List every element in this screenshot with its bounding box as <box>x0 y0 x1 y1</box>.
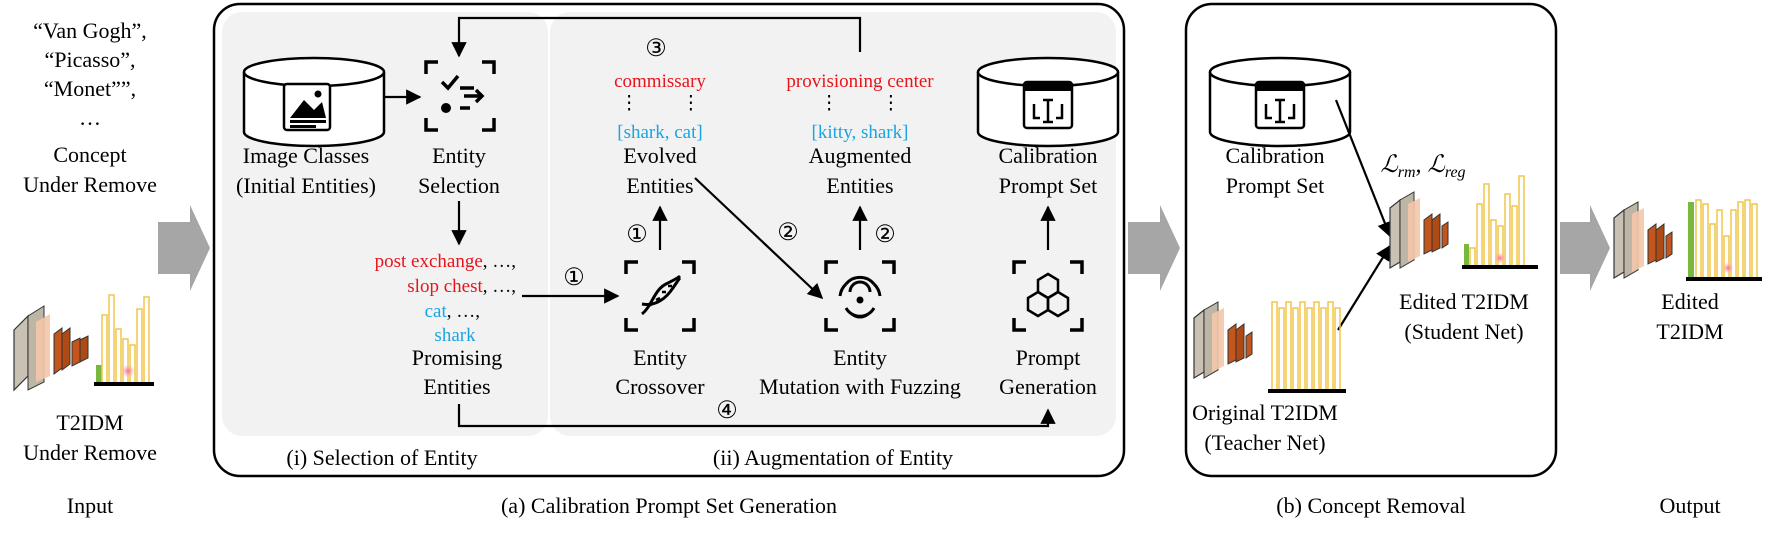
removal-prompt-set-label-line2: Prompt Set <box>1226 173 1324 198</box>
t2idm-label-line2: Under Remove <box>23 440 157 465</box>
arrow-prompts-to-student <box>1334 99 1393 238</box>
evolved-example-bottom: [shark, cat] <box>617 122 702 143</box>
teacher-model-icon <box>1193 301 1253 380</box>
image-classes-label-line1: Image Classes <box>243 143 369 168</box>
prompt-set-label-line2: Prompt Set <box>999 173 1097 198</box>
step-2-label-a: ② <box>777 220 799 246</box>
concept-label-line1: Concept <box>53 142 126 167</box>
loss-label: ℒrm, ℒreg <box>1380 152 1465 181</box>
t2idm-label-line1: T2IDM <box>56 410 123 435</box>
step-4-label: ④ <box>716 398 738 424</box>
input-section: “Van Gogh”, “Picasso”, “Monet””, … Conce… <box>13 18 157 518</box>
teacher-bars-icon <box>1268 301 1346 393</box>
arrow-evolved-to-mutation <box>694 177 824 300</box>
image-classes-database-icon <box>242 56 386 148</box>
step-1-label-b: ① <box>626 222 648 248</box>
fuzzing-mutation-icon <box>824 260 896 332</box>
entity-selection-label-line2: Selection <box>418 173 500 198</box>
dna-crossover-icon <box>624 260 696 332</box>
prompt-set-label-line1: Calibration <box>999 143 1098 168</box>
removal-prompt-set-database-icon <box>1208 56 1352 148</box>
concept-monet: “Monet””, <box>44 76 136 101</box>
student-label-line2: (Student Net) <box>1404 319 1523 344</box>
teacher-label-line1: Original T2IDM <box>1192 400 1338 425</box>
image-classes-label-line2: (Initial Entities) <box>236 173 376 198</box>
student-label-line1: Edited T2IDM <box>1399 289 1529 314</box>
arrow-promising-to-generation <box>457 404 1056 428</box>
prompt-generation-label-line1: Prompt <box>1016 345 1081 370</box>
calibration-caption: (a) Calibration Prompt Set Generation <box>501 493 837 518</box>
concept-ellipsis: … <box>79 105 101 130</box>
entity-mutation-label-line2: Mutation with Fuzzing <box>759 374 961 399</box>
output-bars-icon <box>1686 199 1762 281</box>
student-bars-icon <box>1462 175 1538 269</box>
promising-entities-label-line1: Promising <box>412 345 502 370</box>
augmented-entities-label-line1: Augmented <box>809 143 912 168</box>
evolved-dots: ⋮ ⋮ <box>620 93 701 114</box>
t2idm-input-model-icon <box>13 305 89 392</box>
flow-arrow-calibration <box>1128 205 1180 291</box>
concept-van-gogh: “Van Gogh”, <box>33 18 147 43</box>
arrow-loop-back-to-selection <box>451 16 862 58</box>
evolved-entities-label-line1: Evolved <box>623 143 696 168</box>
arrow-teacher-to-student <box>1337 244 1391 331</box>
prompt-generation-label-line2: Generation <box>999 374 1097 399</box>
promising-item-2: slop chest, …, <box>407 276 516 297</box>
augmentation-caption: (ii) Augmentation of Entity <box>713 445 953 470</box>
entity-selection-label-line1: Entity <box>432 143 486 168</box>
output-caption: Output <box>1659 493 1720 518</box>
promising-item-3: cat, …, <box>425 301 480 322</box>
concept-picasso: “Picasso”, <box>44 47 135 72</box>
promising-entities-label-line2: Entities <box>423 374 490 399</box>
augmented-example-top: provisioning center <box>786 71 934 92</box>
flow-arrow-input <box>158 205 210 291</box>
evolved-entities-label-line2: Entities <box>626 173 693 198</box>
concept-label-line2: Under Remove <box>23 172 157 197</box>
teacher-label-line2: (Teacher Net) <box>1204 430 1325 455</box>
student-model-icon <box>1389 191 1449 270</box>
entity-crossover-label-line1: Entity <box>633 345 687 370</box>
evolved-example-top: commissary <box>614 71 706 92</box>
flow-arrow-output <box>1560 205 1610 291</box>
augmented-dots: ⋮ ⋮ <box>820 93 901 114</box>
promising-item-1: post exchange, …, <box>375 251 516 272</box>
input-caption: Input <box>67 493 113 518</box>
selection-caption: (i) Selection of Entity <box>286 445 477 470</box>
output-model-icon <box>1613 201 1673 280</box>
output-model-label-line1: Edited <box>1661 289 1718 314</box>
t2idm-input-bars-icon <box>94 294 154 386</box>
entity-selection-icon <box>424 60 496 132</box>
promising-item-4: shark <box>434 325 476 346</box>
augmented-entities-label-line2: Entities <box>826 173 893 198</box>
entity-mutation-label-line1: Entity <box>833 345 887 370</box>
step-3-label: ③ <box>645 36 667 62</box>
prompt-generation-icon <box>1012 260 1084 332</box>
prompt-set-database-icon <box>976 56 1120 148</box>
step-1-label-a: ① <box>563 265 585 291</box>
output-model-label-line2: T2IDM <box>1656 319 1723 344</box>
entity-crossover-label-line2: Crossover <box>615 374 705 399</box>
augmented-example-bottom: [kitty, shark] <box>812 122 909 143</box>
removal-caption: (b) Concept Removal <box>1276 493 1465 518</box>
removal-prompt-set-label-line1: Calibration <box>1226 143 1325 168</box>
step-2-label-b: ② <box>874 222 896 248</box>
